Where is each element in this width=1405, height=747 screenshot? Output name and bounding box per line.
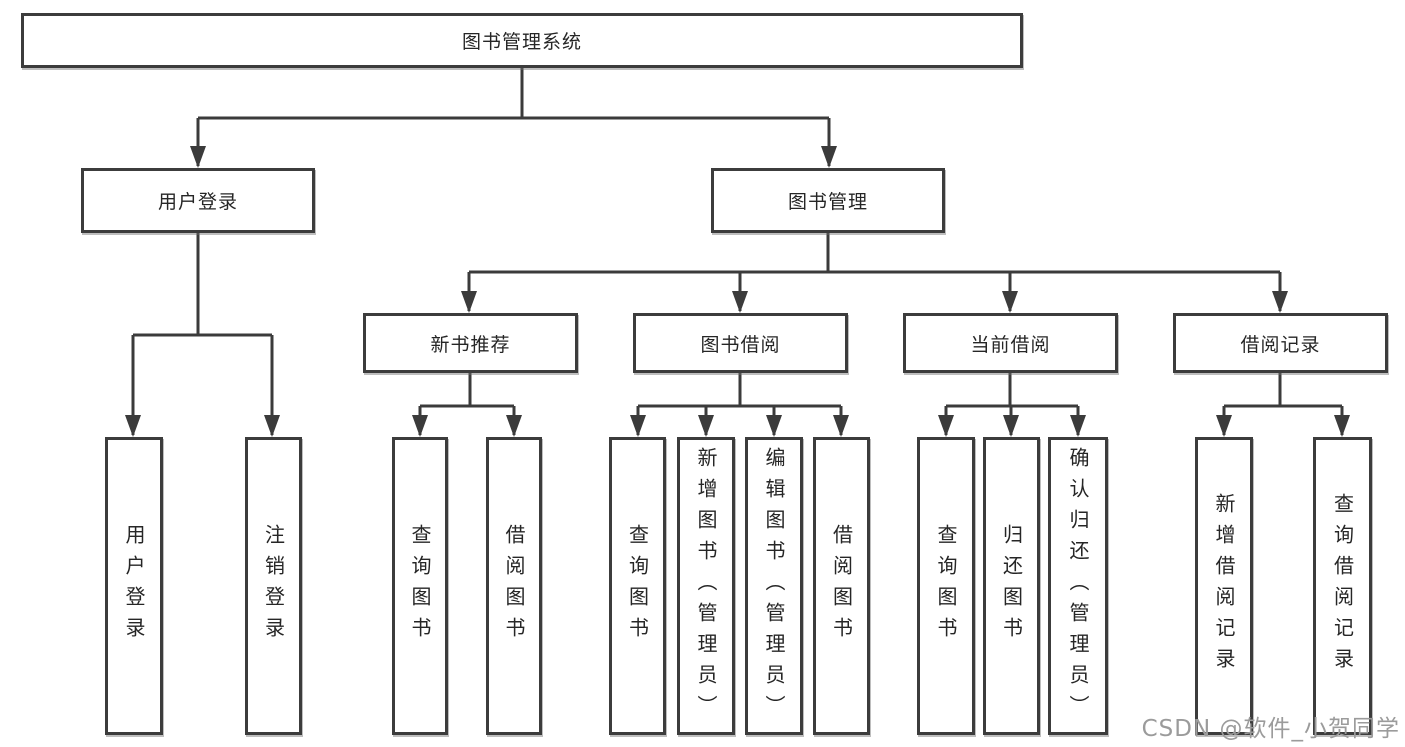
leaf-add-borrow-record: 新增借阅记录 xyxy=(1195,437,1253,735)
leaf-return-book: 归还图书 xyxy=(983,437,1040,735)
node-root: 图书管理系统 xyxy=(21,13,1023,68)
leaf-query-borrow-record: 查询借阅记录 xyxy=(1313,437,1372,735)
leaf-user-login: 用户登录 xyxy=(105,437,163,735)
connector-path xyxy=(131,68,1344,435)
node-book-borrow: 图书借阅 xyxy=(633,313,848,373)
leaf-edit-book-admin: 编辑图书（管理员） xyxy=(745,437,803,735)
node-current-borrow: 当前借阅 xyxy=(903,313,1118,373)
node-book-management: 图书管理 xyxy=(711,168,945,233)
leaf-query-books-current: 查询图书 xyxy=(917,437,975,735)
watermark: CSDN @软件_小贺同学 xyxy=(1141,716,1400,742)
leaf-borrow-books: 借阅图书 xyxy=(813,437,870,735)
node-new-book-recommend: 新书推荐 xyxy=(363,313,578,373)
leaf-query-books-borrow: 查询图书 xyxy=(609,437,666,735)
leaf-logout: 注销登录 xyxy=(245,437,302,735)
arrowhead-down-icon xyxy=(125,146,1350,437)
node-borrow-records: 借阅记录 xyxy=(1173,313,1388,373)
leaf-borrow-books-recommend: 借阅图书 xyxy=(486,437,542,735)
leaf-add-book-admin: 新增图书（管理员） xyxy=(677,437,735,735)
leaf-confirm-return-admin: 确认归还（管理员） xyxy=(1048,437,1108,735)
node-user-login: 用户登录 xyxy=(81,168,315,233)
leaf-query-books-recommend: 查询图书 xyxy=(392,437,448,735)
